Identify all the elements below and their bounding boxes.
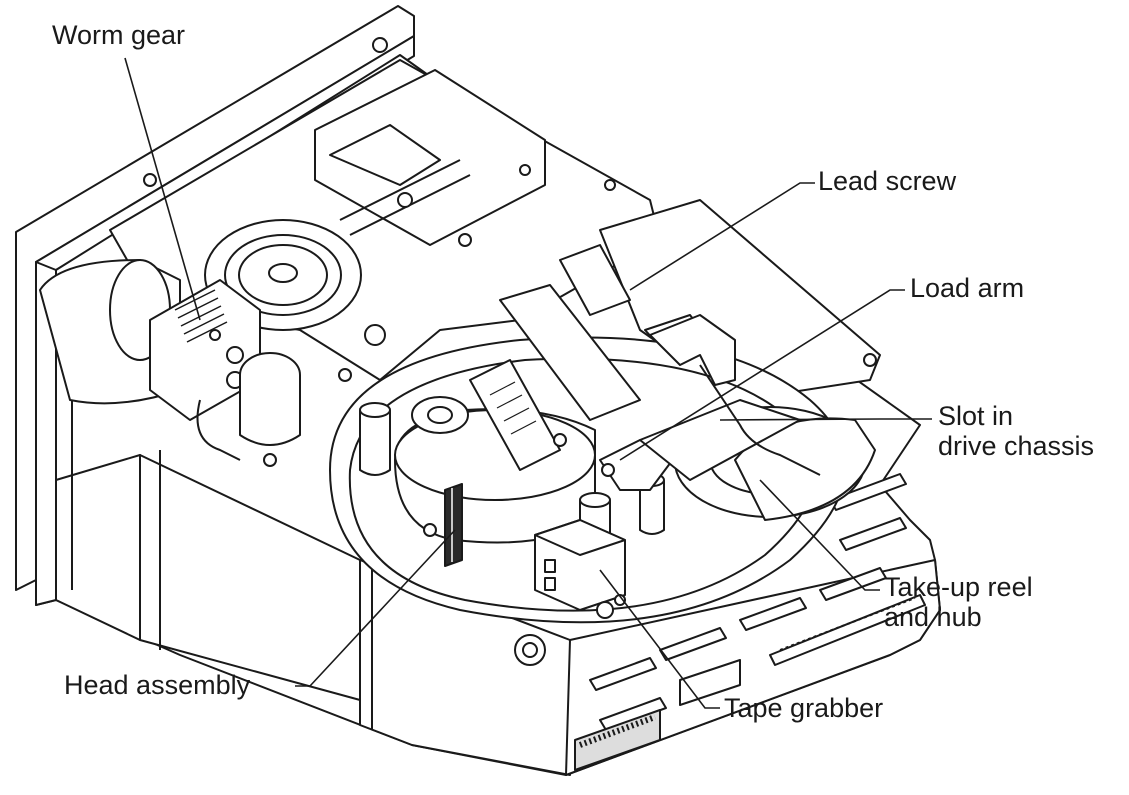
worm-gear-block: [149, 279, 301, 461]
label-take-up-line1: Take-up reel: [884, 572, 1033, 602]
leader-load-arm: [619, 289, 905, 461]
screws: [143, 37, 877, 666]
tape-grabber: [534, 519, 626, 611]
label-tape-grabber: Tape grabber: [724, 693, 884, 723]
motor: [39, 259, 181, 405]
label-worm-gear: Worm gear: [52, 20, 186, 50]
label-slot-line2: drive chassis: [938, 431, 1095, 461]
label-head-assembly: Head assembly: [64, 670, 251, 700]
label-take-up-reel-and-hub: Take-up reel and hub: [884, 572, 1033, 632]
leader-tape-grabber: [599, 569, 720, 709]
label-load-arm: Load arm: [910, 273, 1025, 303]
lead-screw: [469, 244, 641, 471]
leader-lines: [124, 57, 932, 709]
leader-take-up-reel: [759, 479, 880, 591]
leader-head-assembly: [295, 529, 456, 687]
label-lead-screw: Lead screw: [818, 166, 957, 196]
slot-lever: [649, 314, 821, 476]
upper-spindle: [204, 219, 362, 331]
leader-worm-gear: [124, 57, 201, 321]
interface-connector: [574, 594, 926, 771]
label-slot-line1: Slot in: [938, 401, 1014, 431]
label-slot-in-drive-chassis: Slot in drive chassis: [938, 401, 1094, 461]
leader-lead-screw: [629, 182, 815, 291]
leader-slot: [719, 418, 932, 421]
head-assembly: [444, 483, 463, 567]
label-take-up-line2: and hub: [884, 602, 982, 632]
